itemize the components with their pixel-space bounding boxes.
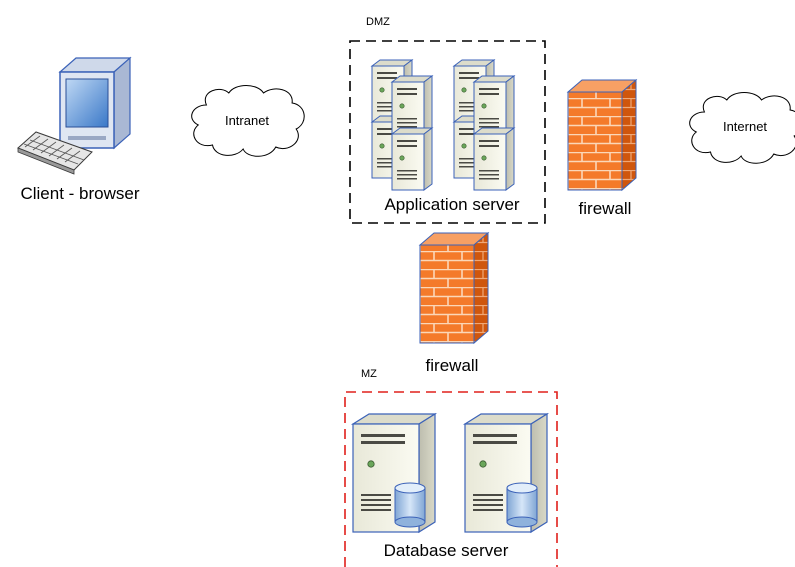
intranet-label: Intranet [225,113,269,128]
db-server-label: Database server [384,541,509,560]
firewall-mz: firewall [419,232,489,375]
mz-label: MZ [361,368,377,380]
firewall-dmz: firewall [567,79,637,218]
firewall-icon [419,232,489,344]
dmz-label: DMZ [366,16,390,28]
app-server-label: Application server [384,195,519,214]
internet-label: Internet [723,119,767,134]
client-label: Client - browser [20,184,139,203]
mz-zone: MZ Database server [344,368,558,567]
mz-boundary [344,391,558,567]
internet-cloud: Internet [689,91,795,164]
server-cluster-icon [371,59,515,191]
computer-icon [17,56,132,175]
client-computer: Client - browser [17,56,140,203]
intranet-cloud: Intranet [191,84,305,157]
dmz-boundary [349,40,546,224]
firewall-mz-label: firewall [426,356,479,375]
database-server-icon [352,413,548,533]
firewall-icon [567,79,637,191]
dmz-zone: DMZ Application server [349,16,546,224]
firewall-dmz-label: firewall [579,199,632,218]
